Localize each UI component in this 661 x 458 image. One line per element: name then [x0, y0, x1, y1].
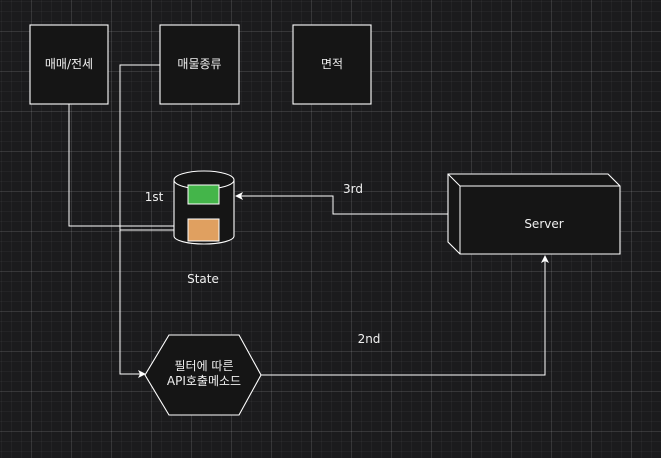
state-green-block: [187, 184, 220, 205]
node-state-label: State: [187, 272, 219, 286]
state-orange-block: [187, 218, 220, 242]
node-box2-label: 매물종류: [177, 57, 221, 71]
edge-server-to-state[interactable]: [235, 192, 448, 215]
node-box1[interactable]: 매매/전세: [29, 24, 109, 105]
node-method-label-line1: 필터에 따른: [174, 359, 233, 373]
node-method-label-line2: API호출메소드: [167, 374, 241, 388]
node-box3-label: 면적: [321, 57, 343, 71]
node-box2[interactable]: 매물종류: [159, 24, 240, 105]
edge-label-2nd: 2nd: [358, 332, 381, 346]
edge-label-1st: 1st: [145, 190, 164, 204]
node-box3[interactable]: 면적: [292, 24, 372, 105]
edge-method-to-server[interactable]: [261, 255, 549, 376]
node-server-label: Server: [524, 217, 563, 231]
node-box1-label: 매매/전세: [45, 57, 93, 71]
node-server[interactable]: Server: [447, 173, 621, 255]
edge-box2-to-state[interactable]: [119, 64, 188, 234]
node-state[interactable]: State: [173, 170, 235, 286]
node-method[interactable]: 필터에 따른 API호출메소드: [144, 334, 262, 416]
edge-label-3rd: 3rd: [343, 182, 363, 196]
edge-box2-to-method[interactable]: [119, 230, 146, 378]
edge-box1-to-state[interactable]: [68, 104, 188, 230]
